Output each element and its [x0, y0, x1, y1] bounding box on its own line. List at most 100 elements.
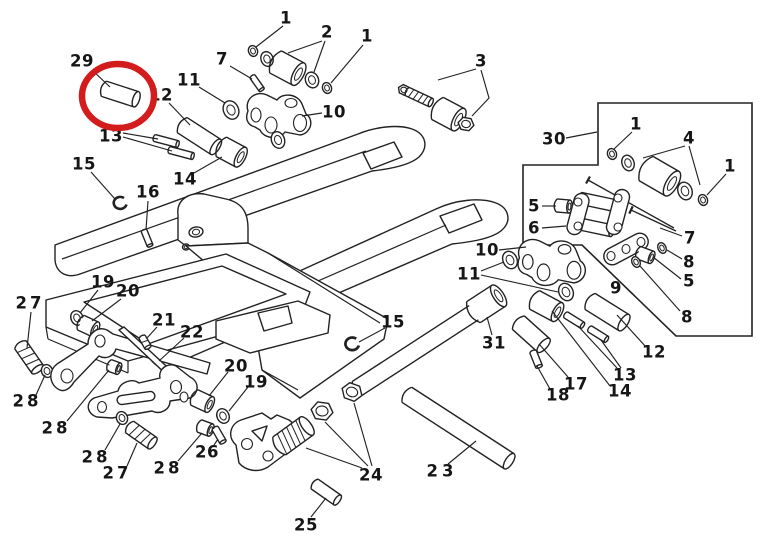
callout-28-d: 28	[154, 459, 183, 478]
leader-24-1	[305, 447, 363, 469]
callout-21: 21	[152, 311, 176, 330]
leader-19-a	[79, 289, 99, 314]
callout-27-a: 27	[16, 294, 45, 313]
leader-17	[538, 343, 569, 378]
ring-28-c	[115, 410, 129, 426]
callout-11-a: 11	[177, 71, 201, 90]
leader-7-b	[659, 227, 683, 237]
leader-7-a	[229, 65, 253, 80]
callout-10-b: 10	[475, 241, 499, 260]
callout-18: 18	[546, 386, 570, 405]
bushing-5-box-lower	[634, 245, 656, 265]
detail-box-30	[522, 102, 753, 337]
pin-7-box-2	[628, 205, 677, 232]
lever-arm-22-lower	[87, 364, 198, 419]
link-6-plate-left	[566, 192, 590, 236]
parts	[14, 44, 709, 506]
clevis-24-thread	[272, 416, 315, 456]
callout-7-a: 7	[216, 50, 228, 69]
leader-28-a	[35, 374, 46, 396]
callout-20-a: 20	[116, 282, 140, 301]
roller-4	[638, 155, 682, 197]
pin-29	[99, 80, 141, 108]
leader-12-a	[168, 102, 191, 126]
leader-15-b	[358, 327, 386, 343]
link-6-plate-left-hole	[573, 221, 583, 231]
link-6-plate-right-hole	[613, 222, 623, 232]
lever-arm-22-upper-hole	[60, 368, 74, 384]
clip-13-top-2	[167, 145, 195, 161]
callout-12-b: 12	[642, 343, 666, 362]
link-6-plate-right-hole	[613, 193, 623, 203]
link-6-plate-right	[605, 188, 631, 236]
leader-26	[213, 438, 219, 446]
link-6-plate-left-hole	[573, 197, 583, 207]
callout-8-a: 8	[683, 253, 695, 272]
ring-1-b	[321, 81, 333, 95]
lever-arm-22-upper	[50, 328, 211, 392]
leader-20-a	[91, 298, 122, 322]
mast-plate-edge-2	[261, 369, 299, 391]
leader-8-b	[639, 265, 681, 312]
leader-10-a	[301, 112, 323, 117]
callout-4: 4	[683, 129, 695, 148]
pin-26	[211, 425, 227, 445]
leader-3-1	[437, 68, 477, 81]
leader-24-3	[353, 402, 373, 467]
callout-14-b: 14	[608, 382, 632, 401]
clip-13-right-2	[586, 325, 610, 344]
leader-25	[310, 497, 327, 518]
leader-4-1	[642, 145, 686, 159]
leader-1-b	[330, 44, 364, 84]
callout-15-b: 15	[381, 313, 405, 332]
leader-lines	[26, 25, 727, 518]
link-plate-9-hole	[606, 250, 616, 262]
leader-1-a	[255, 25, 284, 48]
callout-13-a: 13	[99, 127, 123, 146]
pin-27-upper	[14, 339, 45, 375]
leader-3-2	[471, 69, 490, 117]
callout-9: 9	[610, 279, 622, 298]
leader-27-b	[126, 442, 138, 467]
pin-7-box-1	[585, 175, 675, 229]
leader-28-d	[177, 432, 203, 462]
pedal-bracket-inner	[257, 305, 293, 332]
leader-21	[146, 326, 158, 339]
leader-12-b	[616, 314, 647, 348]
pin-7-top	[249, 74, 265, 93]
highlight-circle-part-29	[78, 60, 158, 132]
callout-25: 25	[294, 516, 318, 535]
callout-5-b: 5	[683, 272, 695, 291]
pin-25	[310, 478, 343, 506]
base-edge-1	[45, 326, 49, 340]
callout-1-d: 1	[724, 157, 736, 176]
leader-6	[541, 225, 567, 229]
leader-27-a	[26, 311, 32, 349]
callout-2: 2	[321, 23, 333, 42]
yoke-10-top	[246, 93, 312, 139]
leader-18	[536, 365, 551, 390]
clevis-24-notch	[251, 425, 268, 442]
ring-11-right-1	[501, 250, 519, 270]
callout-31: 31	[482, 334, 506, 353]
leader-11-a	[198, 86, 226, 104]
bushing-28-b	[106, 358, 123, 376]
callout-14-a: 14	[173, 170, 197, 189]
leader-23	[447, 440, 477, 465]
callout-1-a: 1	[280, 9, 292, 28]
ring-8-upper	[656, 242, 668, 254]
nut-24	[310, 401, 334, 421]
ring-11-top	[222, 100, 240, 120]
callout-8-b: 8	[681, 308, 693, 327]
pump-boss	[188, 226, 204, 238]
callout-10-a: 10	[322, 103, 346, 122]
clevis-24-hole	[262, 450, 274, 462]
leader-24-2	[324, 421, 369, 467]
callout-15-a: 15	[72, 155, 96, 174]
callout-11-b: 11	[457, 265, 481, 284]
leader-13-b-2	[600, 339, 622, 369]
ring-19-lower	[216, 408, 230, 424]
leader-13-b-1	[577, 325, 618, 369]
callout-19-b: 19	[244, 373, 268, 392]
